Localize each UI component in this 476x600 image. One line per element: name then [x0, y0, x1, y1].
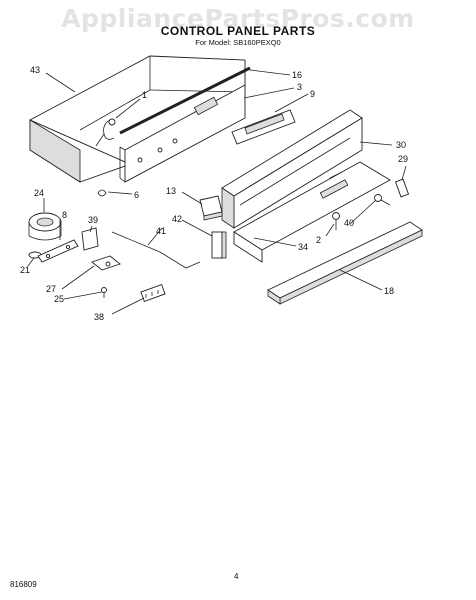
callout-16: 16 — [292, 70, 302, 80]
callout-21: 21 — [20, 265, 30, 275]
part-clip — [211, 231, 227, 259]
callout-18: 18 — [384, 286, 394, 296]
part-drawer-box — [28, 55, 246, 183]
callout-1: 1 — [142, 90, 147, 100]
callout-39: 39 — [88, 215, 98, 225]
part-button-cap — [199, 195, 223, 221]
callout-34: 34 — [298, 242, 308, 252]
callout-labels: 43 1 16 3 9 30 29 24 6 8 39 13 42 41 40 … — [20, 65, 408, 322]
callout-24: 24 — [34, 188, 44, 198]
part-bottom-trim — [267, 221, 423, 305]
footer-document-number: 816809 — [10, 580, 37, 589]
part-knob — [394, 178, 410, 198]
callout-13: 13 — [166, 186, 176, 196]
callout-38: 38 — [94, 312, 104, 322]
callout-9: 9 — [310, 89, 315, 99]
callout-8: 8 — [62, 210, 67, 220]
part-display-board — [231, 109, 296, 145]
part-small-bracket — [37, 239, 79, 263]
part-block — [81, 227, 99, 251]
part-motor — [28, 212, 62, 241]
callout-40: 40 — [344, 218, 354, 228]
part-latch — [91, 255, 121, 271]
callout-27: 27 — [46, 284, 56, 294]
callout-2: 2 — [316, 235, 321, 245]
callout-3: 3 — [297, 82, 302, 92]
footer-page-number: 4 — [234, 572, 239, 581]
callout-30: 30 — [396, 140, 406, 150]
callout-42: 42 — [172, 214, 182, 224]
part-front-panel — [233, 161, 391, 263]
callout-6: 6 — [134, 190, 139, 200]
model-subtitle: For Model: SB160PEXQ0 — [195, 38, 281, 47]
watermark: AppliancePartsPros.com — [61, 4, 415, 33]
diagram-title: CONTROL PANEL PARTS — [160, 24, 316, 38]
part-wire-rod — [111, 231, 201, 269]
part-control-bracket — [119, 84, 246, 183]
callout-29: 29 — [398, 154, 408, 164]
part-switch — [95, 118, 116, 147]
part-screws — [332, 194, 391, 230]
callout-43: 43 — [30, 65, 40, 75]
leader-lines — [27, 69, 407, 315]
part-connector — [140, 283, 166, 303]
part-rod — [119, 66, 251, 135]
callout-25: 25 — [54, 294, 64, 304]
part-spring-clip — [97, 189, 107, 197]
callout-41: 41 — [156, 226, 166, 236]
part-screw — [101, 287, 107, 298]
